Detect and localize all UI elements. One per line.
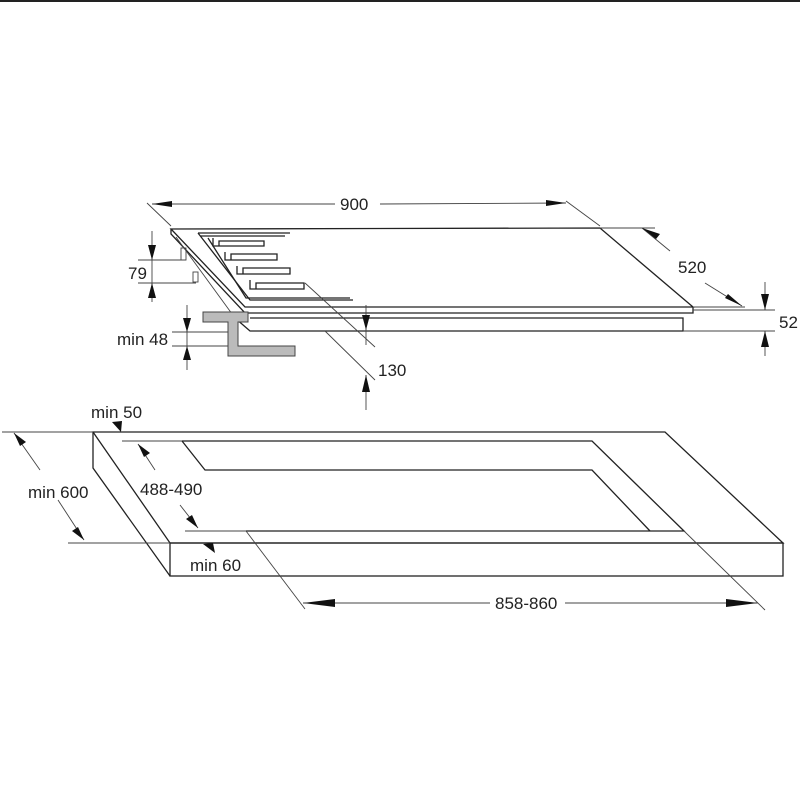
cutout-depth-label: 488-490 <box>140 480 202 499</box>
hob-depth-label: 520 <box>678 258 706 277</box>
worktop-drawing <box>91 431 785 577</box>
cutout-width-label: 858-860 <box>495 594 557 613</box>
worktop-depth-label: min 600 <box>28 483 88 502</box>
hob-body <box>234 317 684 332</box>
hob-controls <box>197 232 353 301</box>
worktop-dimensions: min 50 min 600 488-490 min 60 858-860 <box>2 403 766 613</box>
hob-height-label: 52 <box>779 313 798 332</box>
mounting-bracket <box>202 311 296 357</box>
hob-width-label: 900 <box>340 195 368 214</box>
worktop-side <box>92 432 171 577</box>
bracket-min-label: min 48 <box>117 330 168 349</box>
rear-min-label: min 50 <box>91 403 142 422</box>
cutout-outer <box>182 440 686 532</box>
worktop-front <box>169 542 784 577</box>
hob-body-side <box>175 236 236 319</box>
hob-foot <box>192 271 199 283</box>
bracket-height-label: 79 <box>128 264 147 283</box>
cutout-inner <box>181 440 651 532</box>
hob-dimensions: 900 520 52 130 79 min 48 <box>117 195 798 410</box>
hob-drawing <box>169 227 695 357</box>
cutout-offset-label: 130 <box>378 361 406 380</box>
front-min-label: min 60 <box>190 556 241 575</box>
